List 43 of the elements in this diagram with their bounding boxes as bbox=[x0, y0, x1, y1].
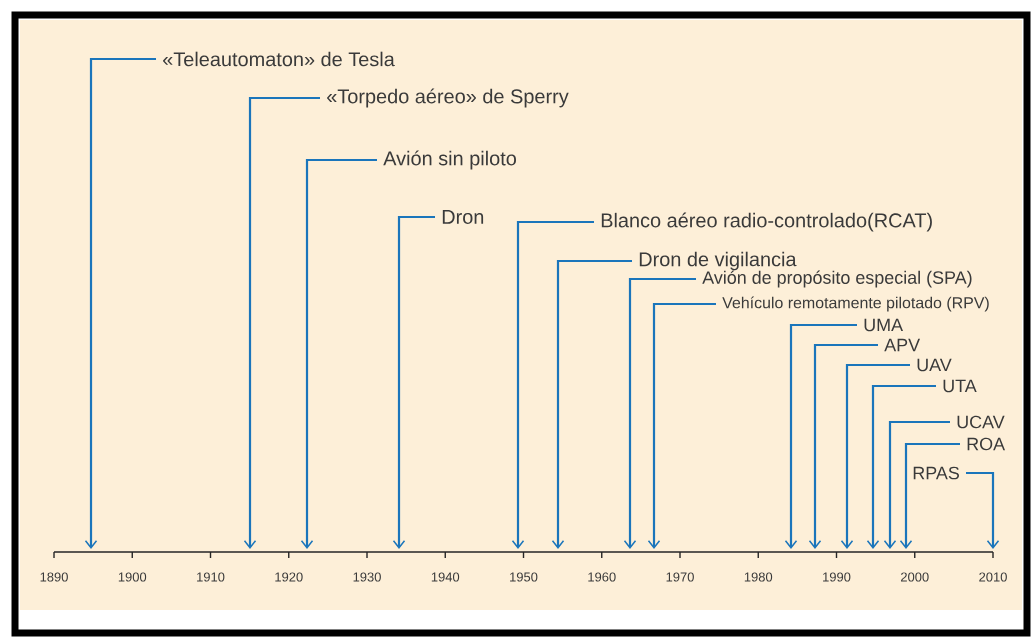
year-label: 2000 bbox=[901, 572, 929, 582]
arrow bbox=[883, 420, 950, 549]
year-label: 2010 bbox=[979, 572, 1007, 582]
timeline-label: Vehículo remotamente pilotado (RPV) bbox=[722, 296, 989, 312]
timeline-label: Dron bbox=[442, 210, 484, 224]
timeline-label: RPAS bbox=[913, 466, 959, 480]
timeline-label: UTA bbox=[943, 379, 977, 393]
arrow bbox=[840, 363, 910, 549]
arrow bbox=[84, 57, 156, 549]
timeline-label: «Torpedo aéreo» de Sperry bbox=[327, 88, 569, 108]
year-label: 1890 bbox=[40, 572, 68, 582]
arrow bbox=[392, 215, 435, 549]
arrow bbox=[623, 277, 696, 549]
timeline-label: Blanco aéreo radio-controlado(RCAT) bbox=[601, 212, 932, 232]
timeline-label: Avión de propósito especial (SPA) bbox=[702, 270, 972, 288]
arrow bbox=[243, 96, 320, 549]
year-label: 1930 bbox=[353, 572, 381, 582]
arrow bbox=[808, 343, 878, 549]
arrow bbox=[551, 259, 632, 549]
timeline-label: Dron de vigilancia bbox=[639, 251, 797, 271]
arrow bbox=[300, 158, 377, 549]
year-label: 1960 bbox=[588, 572, 616, 582]
year-label: 1910 bbox=[197, 572, 225, 582]
arrow bbox=[647, 302, 716, 549]
timeline-label: ROA bbox=[967, 437, 1005, 451]
timeline-label: APV bbox=[884, 338, 920, 352]
year-label: 1980 bbox=[744, 572, 773, 582]
arrow bbox=[784, 323, 857, 549]
year-label: 1950 bbox=[510, 572, 538, 582]
arrow bbox=[966, 471, 1000, 549]
arrow bbox=[511, 220, 594, 549]
year-label: 1900 bbox=[118, 572, 147, 582]
timeline-label: Avión sin piloto bbox=[383, 150, 516, 170]
year-label: 1940 bbox=[431, 572, 460, 582]
timeline-label: UAV bbox=[917, 358, 952, 372]
timeline-label: UMA bbox=[864, 318, 903, 332]
year-label: 1990 bbox=[823, 572, 851, 582]
timeline-label: UCAV bbox=[957, 415, 1005, 429]
year-label: 1970 bbox=[666, 572, 694, 582]
arrow bbox=[899, 442, 960, 549]
year-label: 1920 bbox=[275, 572, 303, 582]
arrow bbox=[866, 384, 936, 549]
timeline-label: «Teleautomaton» de Tesla bbox=[163, 51, 395, 67]
